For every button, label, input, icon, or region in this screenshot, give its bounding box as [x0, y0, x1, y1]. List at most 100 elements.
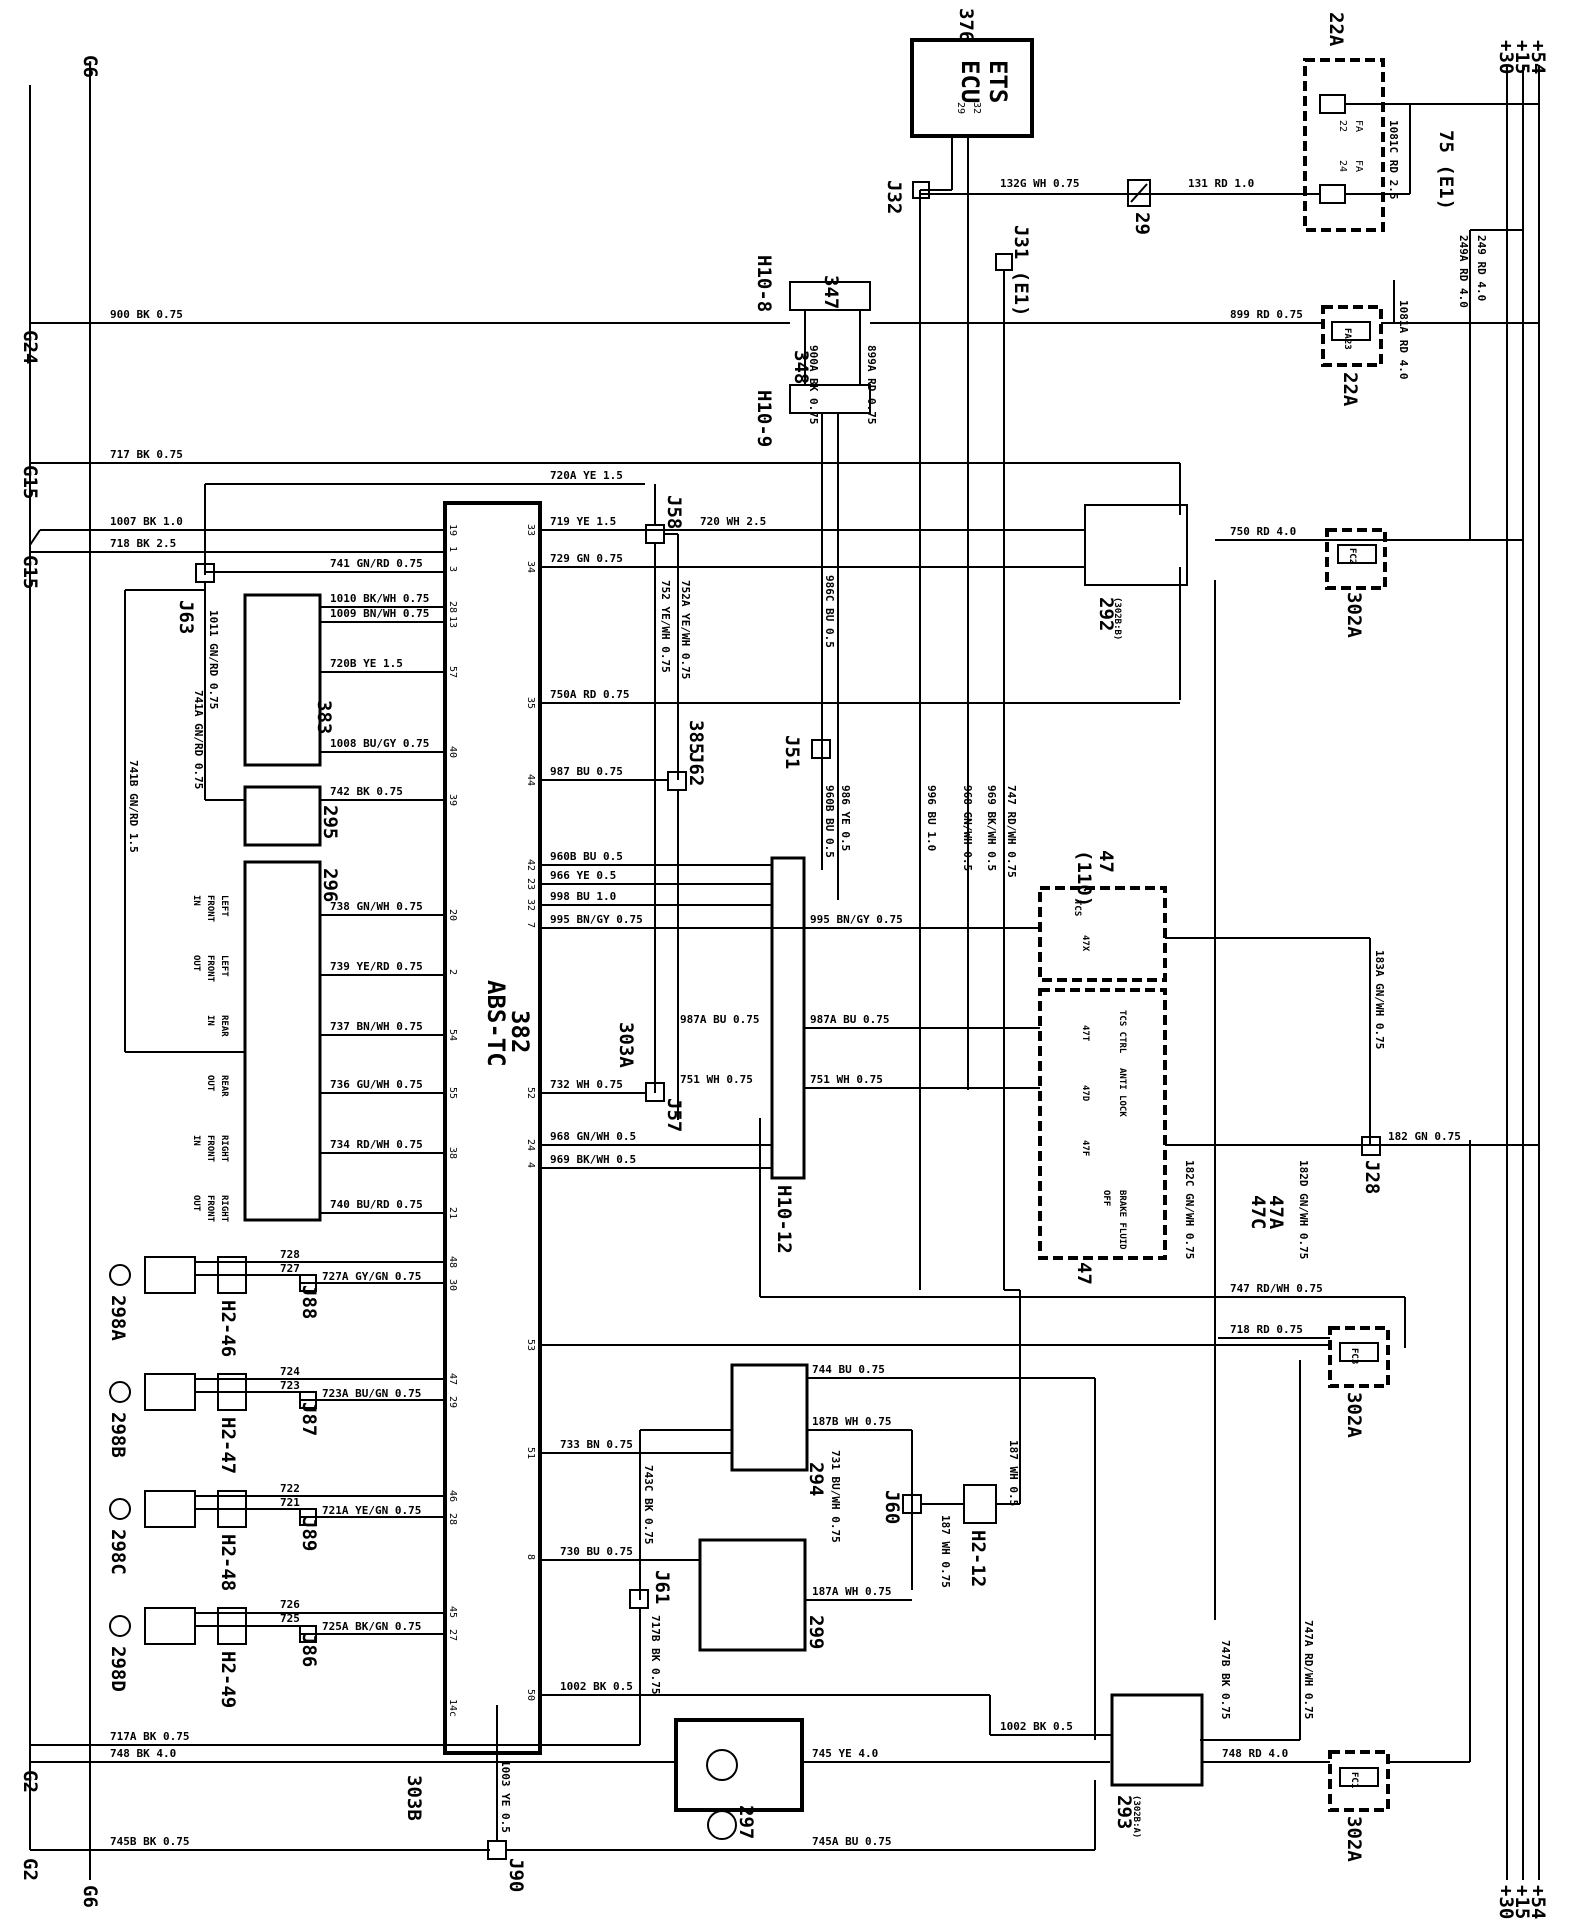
wire-label: 900 BK 0.75: [110, 308, 183, 321]
lamp-pin: 47D: [1080, 1085, 1090, 1102]
diode-385: 385: [685, 720, 707, 754]
connector-h10-9: H10-9: [753, 390, 775, 447]
wire-label: 747A RD/WH 0.75: [1302, 1620, 1315, 1719]
wheel-sensor-label: 298A: [107, 1295, 129, 1341]
wheel-sensor-label: 298D: [107, 1646, 129, 1692]
ecu-pin: 24: [525, 1139, 536, 1151]
wire-label: 182 GN 0.75: [1388, 1130, 1461, 1143]
fuse-302a-fc3: 302A: [1343, 1392, 1365, 1438]
valve-name: OUT: [205, 1075, 215, 1092]
relay-292-sub: (302B:B): [1112, 597, 1122, 640]
ecu-pin: 28: [447, 1513, 458, 1525]
ecu-pin: 14c: [447, 1699, 458, 1717]
ets-ecu-name2: ECU: [956, 60, 984, 103]
valve-name: OUT: [191, 1195, 201, 1212]
h2-connector-label: H2-46: [217, 1300, 239, 1357]
wire-label: 748 RD 4.0: [1222, 1747, 1288, 1760]
wheel-sensor-icon: [109, 1615, 131, 1637]
wire-label: 1081A RD 4.0: [1397, 300, 1410, 379]
wire-label: 718 BK 2.5: [110, 537, 176, 550]
wire-label: 752 YE/WH 0.75: [659, 580, 672, 673]
ecu-pin: 2: [447, 969, 458, 975]
wire-label: 1008 BU/GY 0.75: [330, 737, 429, 750]
wire-label: 986 YE 0.5: [839, 785, 852, 851]
junction-j90: J90: [505, 1858, 527, 1892]
junction-j51: J51: [781, 735, 803, 769]
ecu-pin: 39: [447, 794, 458, 806]
ecu-pin: 20: [447, 909, 458, 921]
switch-299: 299: [805, 1615, 827, 1649]
valve-name: FRONT: [205, 955, 215, 983]
ecu-pin: 4: [525, 1162, 536, 1168]
ets-ecu-name: ETS: [984, 60, 1012, 103]
wire-label: 1010 BK/WH 0.75: [330, 592, 429, 605]
wire-label: 731 BU/WH 0.75: [829, 1450, 842, 1543]
wire-label: 725: [280, 1612, 300, 1625]
sensor-body: [144, 1373, 196, 1411]
valve-295: 295: [319, 805, 341, 839]
wire-label: 899A RD 0.75: [865, 345, 878, 424]
ecu-pin: 51: [525, 1447, 536, 1459]
ets-pin: 32: [971, 102, 982, 114]
wire-label: 738 GN/WH 0.75: [330, 900, 423, 913]
connector-h10-8: H10-8: [753, 255, 775, 312]
valve-name: FRONT: [205, 895, 215, 923]
wire-label: 752A YE/WH 0.75: [679, 580, 692, 679]
wire-label: 995 BN/GY 0.75: [810, 913, 903, 926]
valve-name: FRONT: [205, 1195, 215, 1223]
wire-label: 182D GN/WH 0.75: [1297, 1160, 1310, 1259]
wire-label: 733 BN 0.75: [560, 1438, 633, 1451]
ecu-pin: 52: [525, 1087, 536, 1099]
valve-name: LEFT: [219, 955, 229, 977]
rail-label-top: +30: [1495, 40, 1517, 74]
ecu-pin: 23: [525, 878, 536, 890]
wheel-sensor-icon: [109, 1381, 131, 1403]
ecu-pin: 48: [447, 1256, 458, 1268]
ground-g15-a: G15: [19, 465, 41, 499]
junction-j87: J87: [298, 1402, 320, 1436]
wire-label: 900A BK 0.75: [807, 345, 820, 424]
switch-294: 294: [805, 1462, 827, 1496]
abs-ecu-name: ABS-TC: [482, 980, 510, 1067]
ecu-pin: 32: [525, 899, 536, 911]
ecu-pin: 34: [525, 561, 536, 573]
valve-name: REAR: [219, 1015, 229, 1037]
ecu-pin: 46: [447, 1490, 458, 1502]
valve-name: OUT: [191, 955, 201, 972]
fuse-pin: 24: [1337, 160, 1348, 172]
junction-j88: J88: [298, 1285, 320, 1319]
wire-label: 968 GN/WH 0.5: [550, 1130, 636, 1143]
ecu-pin: 33: [525, 524, 536, 536]
lamp-label: BRAKE FLUID: [1117, 1190, 1127, 1250]
relay-292: 292: [1095, 597, 1117, 631]
fuse-fc2: FC2: [1347, 548, 1357, 564]
wire-label: 745 YE 4.0: [812, 1747, 878, 1760]
connector-47a: 47A: [1265, 1195, 1287, 1230]
lamp-pin: 47F: [1080, 1140, 1090, 1156]
wire-label: 960B BU 0.5: [550, 850, 623, 863]
ecu-pin: 28: [447, 601, 458, 613]
relay-293-sub: (302B:A): [1131, 1795, 1141, 1838]
wire-label: 996 BU 1.0: [925, 785, 938, 851]
ecu-pin: 8: [525, 1554, 536, 1560]
ets-ecu-number: 376: [955, 8, 977, 42]
wire-label: 747 RD/WH 0.75: [1230, 1282, 1323, 1295]
ground-g2-b: G2: [19, 1858, 41, 1881]
junction-j57: J57: [663, 1098, 685, 1132]
valve-name: IN: [191, 895, 201, 906]
ecu-pin: 45: [447, 1606, 458, 1618]
wire-label: 741A GN/RD 0.75: [192, 690, 205, 789]
wire-label: 960B BU 0.5: [823, 785, 836, 858]
fuse-label: FA: [1353, 120, 1364, 132]
wire-label: 720B YE 1.5: [330, 657, 403, 670]
ecu-pin: 55: [447, 1087, 458, 1099]
wire-label: 750 RD 4.0: [1230, 525, 1296, 538]
rail-label-bottom: +54: [1527, 1885, 1549, 1919]
valve-name: LEFT: [219, 895, 229, 917]
fuse-fc3: FC3: [1349, 1348, 1359, 1364]
ecu-pin: 54: [447, 1029, 458, 1041]
sensor-body: [144, 1256, 196, 1294]
wire-label: 721: [280, 1496, 300, 1509]
wire-label: 737 BN/WH 0.75: [330, 1020, 423, 1033]
